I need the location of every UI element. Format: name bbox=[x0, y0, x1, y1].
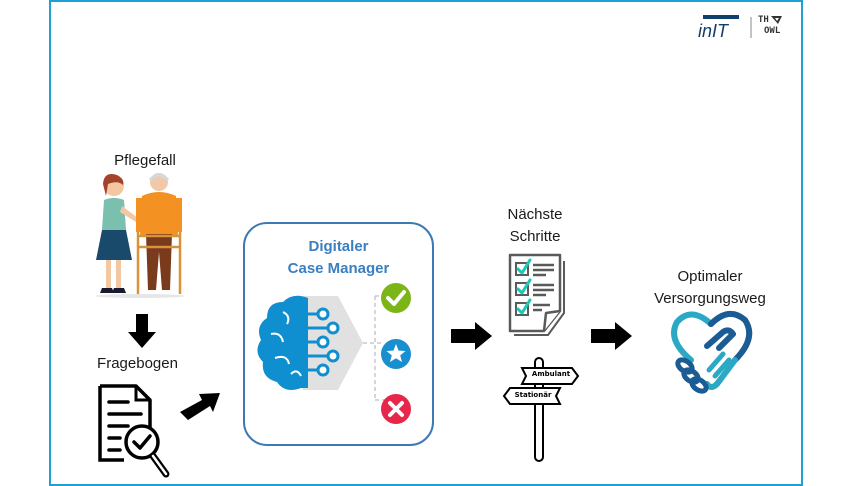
logo-group: inIT TH OWL bbox=[696, 13, 786, 41]
signpost-icon bbox=[502, 357, 580, 462]
signpost: Ambulant Stationär bbox=[500, 356, 580, 464]
arrow-diagonal-icon bbox=[180, 393, 220, 420]
case-manager-title-line2: Case Manager bbox=[287, 260, 390, 277]
signpost-stationaer: Stationär bbox=[514, 391, 552, 399]
questionnaire-search-icon bbox=[98, 384, 170, 478]
th-owl-triangle-icon bbox=[771, 16, 782, 24]
fragebogen-label: Fragebogen bbox=[97, 355, 178, 372]
star-circle-icon bbox=[381, 339, 411, 369]
optimaler-weg-label-line1: Optimaler bbox=[677, 268, 743, 285]
th-owl-line2: OWL bbox=[764, 26, 781, 36]
pflegefall-label: Pflegefall bbox=[114, 152, 176, 169]
checklist-icon bbox=[508, 253, 565, 336]
arrow-right-icon bbox=[591, 322, 632, 350]
check-circle-icon bbox=[381, 283, 411, 313]
arrow-down-icon bbox=[128, 314, 156, 348]
ai-brain-decision-icon bbox=[257, 295, 388, 401]
cross-circle-icon bbox=[381, 394, 411, 424]
handshake-heart-icon bbox=[671, 311, 753, 394]
case-manager-box: Digitaler Case Manager bbox=[243, 222, 434, 446]
init-logo-text: inIT bbox=[698, 21, 730, 41]
arrow-right-icon bbox=[451, 322, 492, 350]
naechste-schritte-label-line1: Nächste bbox=[507, 206, 563, 223]
th-owl-logo: TH OWL bbox=[758, 15, 780, 37]
optimaler-weg-label-line2: Versorgungsweg bbox=[654, 290, 766, 307]
caregiver-elderly-icon bbox=[95, 173, 185, 298]
init-logo-icon: inIT bbox=[698, 15, 752, 41]
naechste-schritte-label-line2: Schritte bbox=[509, 228, 561, 245]
signpost-ambulant: Ambulant bbox=[531, 370, 571, 378]
case-manager-title-line1: Digitaler bbox=[308, 238, 369, 255]
th-owl-line1: TH bbox=[758, 15, 769, 25]
